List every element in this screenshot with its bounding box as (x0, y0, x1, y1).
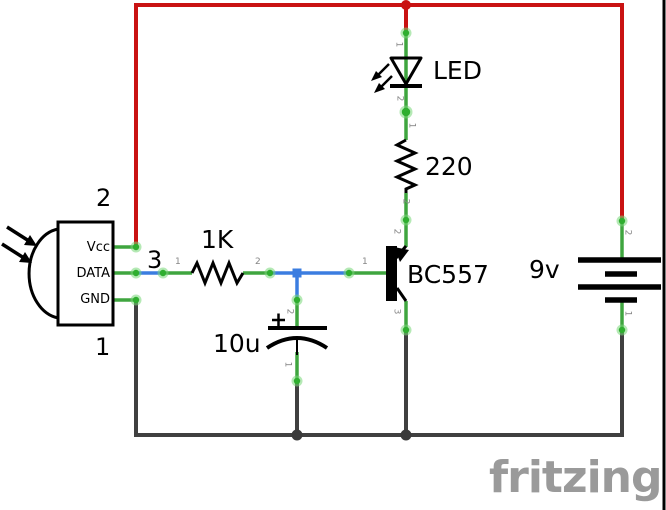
r1-pin2-number: 2 (255, 257, 261, 267)
sensor-pin-label-gnd: GND (80, 292, 110, 307)
junction-ground-collector[interactable] (400, 429, 412, 441)
transistor-value-label: BC557 (407, 260, 489, 289)
battery-9v-symbol[interactable] (578, 257, 661, 303)
capacitor-10u-symbol[interactable] (265, 313, 329, 356)
r2-pin1-number: 1 (406, 122, 417, 129)
battery-pin1-number: 1 (622, 310, 633, 317)
led-pin2-number: 2 (394, 95, 405, 102)
sensor-pin-number-bottom: 1 (95, 333, 111, 361)
sensor-light-arrow-1-head (24, 235, 37, 246)
led-light-arrow-2-head (374, 83, 385, 93)
wire-power-red[interactable] (134, 3, 624, 247)
capacitor-value-label: 10u (213, 329, 261, 358)
led-symbol[interactable] (371, 56, 423, 93)
resistor-220-value-label: 220 (425, 152, 473, 181)
junction-ground-capacitor[interactable] (291, 429, 303, 441)
junction-data-capacitor[interactable] (292, 268, 302, 278)
transistor-base-pin-number: 1 (362, 257, 368, 267)
sensor-pin-number-top: 2 (96, 184, 112, 212)
capacitor-pin2-number: 2 (284, 308, 295, 315)
capacitor-negative-plate[interactable] (265, 336, 329, 350)
battery-value-label: 9v (529, 255, 560, 284)
led-pin1-number: 1 (393, 41, 404, 48)
sensor-light-arrow-2-shaft (1, 242, 25, 260)
ir-sensor-symbol[interactable] (1, 220, 115, 327)
sensor-body[interactable] (56, 220, 115, 327)
led-triangle[interactable] (389, 56, 423, 86)
pin-leads[interactable] (113, 33, 624, 383)
pin-endpoints[interactable] (130, 27, 628, 387)
battery-pin2-number: 2 (622, 229, 633, 236)
sensor-dome[interactable] (27, 227, 59, 320)
r2-pin2-number: 2 (400, 198, 411, 205)
resistor-220-symbol[interactable] (393, 138, 419, 193)
led-light-arrow-1-head (371, 71, 382, 81)
transistor-base-bar[interactable] (386, 246, 397, 301)
transistor-emitter-arrow (394, 247, 409, 262)
transistor-bc557-symbol[interactable] (386, 245, 409, 302)
sensor-pin-label-data: DATA (76, 266, 111, 281)
sensor-pin-label-vcc: Vcc (86, 240, 110, 255)
capacitor-plus-sign (272, 313, 285, 327)
capacitor-pin1-number: 1 (282, 361, 293, 368)
transistor-collector-line[interactable] (395, 287, 408, 302)
sensor-light-arrow-2-head (19, 252, 32, 263)
transistor-collector-pin-number: 3 (391, 308, 402, 315)
fritzing-watermark: fritzing (489, 452, 662, 503)
sensor-light-arrow-1-shaft (6, 225, 30, 243)
resistor-1k-symbol[interactable] (190, 258, 245, 288)
transistor-emitter-pin-number: 2 (391, 228, 402, 235)
led-value-label: LED (433, 56, 482, 85)
resistor-1k-value-label: 1K (201, 225, 234, 254)
r1-pin1-number: 1 (175, 257, 181, 267)
wire-ground-main[interactable] (134, 300, 624, 437)
sensor-pin-number-middle: 3 (147, 246, 163, 274)
